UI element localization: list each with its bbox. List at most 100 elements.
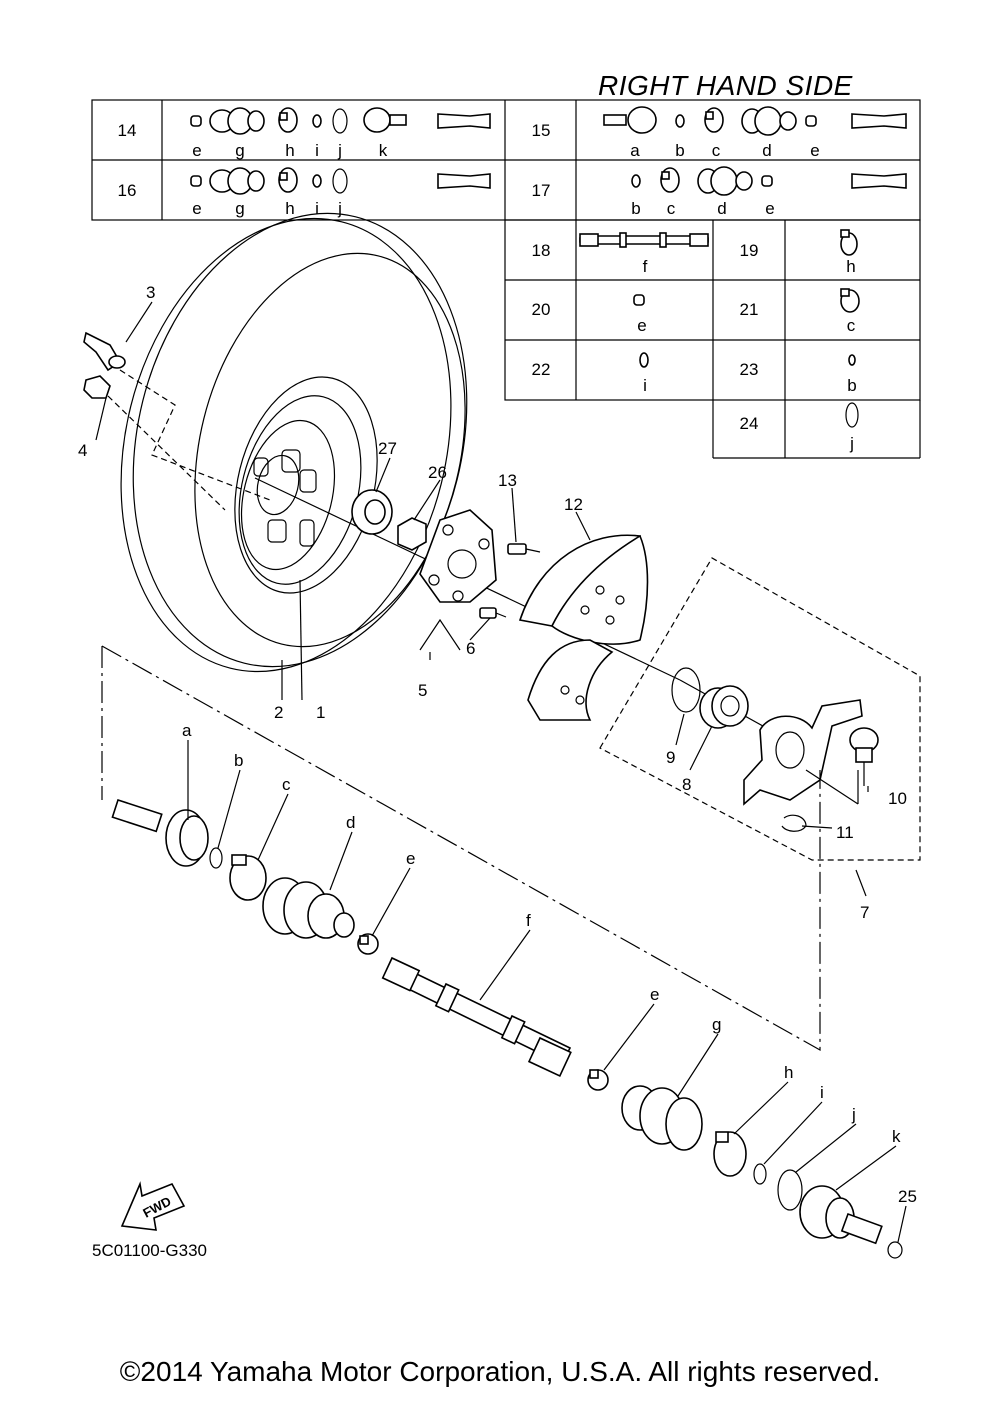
kit-21-number: 21 (740, 300, 759, 319)
boot-band-e-large (587, 1069, 609, 1091)
kit-18-number: 18 (532, 241, 551, 260)
callout-e: e (406, 849, 415, 868)
diagram-code: 5C01100-G330 (92, 1241, 207, 1260)
boot-band-e-small (357, 933, 379, 955)
boot-band-c (229, 854, 267, 901)
outer-cv-joint (111, 798, 209, 867)
fwd-arrow-icon: FWD (120, 1181, 186, 1231)
kit-21-letter: c (847, 316, 856, 335)
kit-15-part-icons (603, 106, 907, 136)
kit-22-part-icon (639, 352, 649, 368)
kit-16-letter: j (337, 199, 342, 218)
kit-20-letter: e (637, 316, 646, 335)
kit-15-number: 15 (532, 121, 551, 140)
tire-and-wheel (120, 212, 468, 673)
kit-21-part-icon (840, 288, 860, 313)
callout-25: 25 (898, 1187, 917, 1206)
ball-joint (849, 727, 879, 786)
callout-26: 26 (428, 463, 447, 482)
callout-e: e (650, 985, 659, 1004)
kit-17-letter: b (631, 199, 640, 218)
kit-15-letter: e (810, 141, 819, 160)
kit-16-letter: i (315, 199, 319, 218)
callout-10: 10 (888, 789, 907, 808)
callout-k: k (892, 1127, 901, 1146)
kit-14-letter: j (337, 141, 342, 160)
kit-14-letter: h (285, 141, 294, 160)
callout-i: i (820, 1083, 824, 1102)
axle-nut (397, 517, 427, 551)
kit-24-part-icon (845, 402, 859, 428)
snap-ring (781, 814, 807, 832)
kit-23-letter: b (847, 376, 856, 395)
hub-bearing (351, 489, 393, 535)
callout-6: 6 (466, 639, 475, 658)
kit-19-number: 19 (740, 241, 759, 260)
kit-19-letter: h (846, 257, 855, 276)
callout-27: 27 (378, 439, 397, 458)
circlip-25 (887, 1241, 903, 1259)
kit-23-part-icon (848, 354, 856, 366)
callout-1: 1 (316, 703, 325, 722)
boot-g (621, 1085, 703, 1151)
axis-line (101, 645, 821, 1052)
kit-20-number: 20 (532, 300, 551, 319)
callout-b: b (234, 751, 243, 770)
callout-h: h (784, 1063, 793, 1082)
boot-band-h (713, 1131, 747, 1177)
kit-16-part-icons (190, 167, 491, 195)
kit-22-letter: i (643, 376, 647, 395)
boot-d (262, 877, 355, 939)
kit-22-number: 22 (532, 360, 551, 379)
kit-18-part-icon (579, 232, 709, 248)
kit-14-letter: g (235, 141, 244, 160)
kit-19-part-icon (840, 229, 858, 256)
page-title: RIGHT HAND SIDE (598, 70, 853, 101)
brake-disc-bolt (507, 543, 541, 555)
brake-disc-guard (518, 534, 649, 721)
leader-lines (95, 301, 907, 1243)
callout-a: a (182, 721, 192, 740)
callout-j: j (851, 1105, 856, 1124)
steering-knuckle (743, 699, 863, 806)
wheel-hub (419, 509, 497, 603)
kit-15-letter: d (762, 141, 771, 160)
knuckle-circlip (671, 667, 701, 713)
circlip-b (209, 847, 223, 869)
kit-15-letter: a (630, 141, 640, 160)
kit-17-part-icons (631, 166, 907, 196)
kit-15-letter: c (712, 141, 721, 160)
kit-14-letter: i (315, 141, 319, 160)
kit-16-letter: e (192, 199, 201, 218)
valve-stem (83, 331, 126, 372)
callout-4: 4 (78, 441, 87, 460)
callout-3: 3 (146, 283, 155, 302)
kit-14-letter: e (192, 141, 201, 160)
callout-d: d (346, 813, 355, 832)
assembly-center-lines (254, 477, 771, 731)
kit-15-letter: b (675, 141, 684, 160)
circlip-j (777, 1169, 803, 1211)
kit-16-letter: g (235, 199, 244, 218)
callout-7: 7 (860, 903, 869, 922)
circlip-i (753, 1163, 767, 1185)
callout-9: 9 (666, 748, 675, 767)
knuckle-bearing (699, 685, 749, 729)
drive-shaft-f (381, 956, 572, 1077)
callout-2: 2 (274, 703, 283, 722)
kit-14-number: 14 (118, 121, 137, 140)
callout-g: g (712, 1015, 721, 1034)
kit-17-letter: e (765, 199, 774, 218)
kit-16-number: 16 (118, 181, 137, 200)
callout-11: 11 (836, 823, 854, 842)
hub-bolt (479, 607, 507, 619)
copyright-notice: ©2014 Yamaha Motor Corporation, U.S.A. A… (119, 1356, 881, 1387)
kit-17-letter: c (667, 199, 676, 218)
kit-20-part-icon (633, 294, 645, 306)
callout-c: c (282, 775, 291, 794)
kit-table (91, 99, 921, 459)
kit-24-letter: j (849, 434, 854, 453)
kit-17-letter: d (717, 199, 726, 218)
kit-16-letter: h (285, 199, 294, 218)
